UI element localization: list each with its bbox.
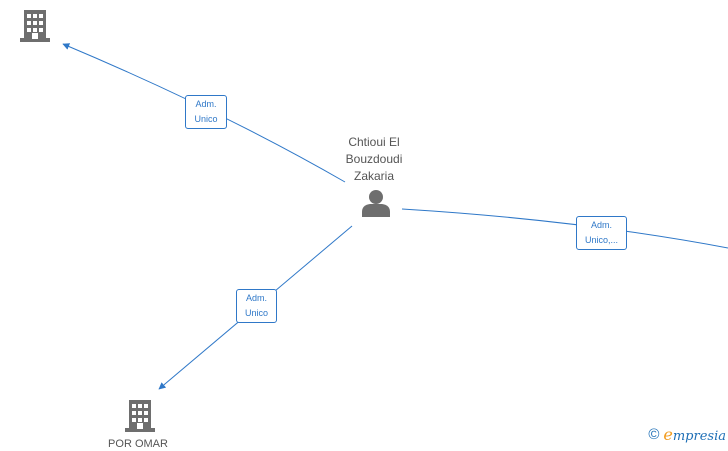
- company-name-label[interactable]: POR OMAR: [108, 438, 168, 450]
- building-icon[interactable]: [20, 10, 50, 42]
- edge-label-bottom: Adm. Unico: [236, 289, 277, 323]
- edge-to-right-company: [401, 208, 728, 249]
- building-icon[interactable]: [125, 400, 155, 432]
- brand-logo: empresia: [663, 425, 726, 444]
- person-icon[interactable]: [362, 190, 390, 217]
- edge-label-top-left: Adm. Unico: [185, 95, 227, 129]
- edge-label-right: Adm. Unico,...: [576, 216, 627, 250]
- person-name-label[interactable]: Chtioui El Bouzdoudi Zakaria: [345, 135, 403, 183]
- empresia-watermark: © empresia: [648, 425, 726, 444]
- copyright-symbol: ©: [648, 426, 660, 443]
